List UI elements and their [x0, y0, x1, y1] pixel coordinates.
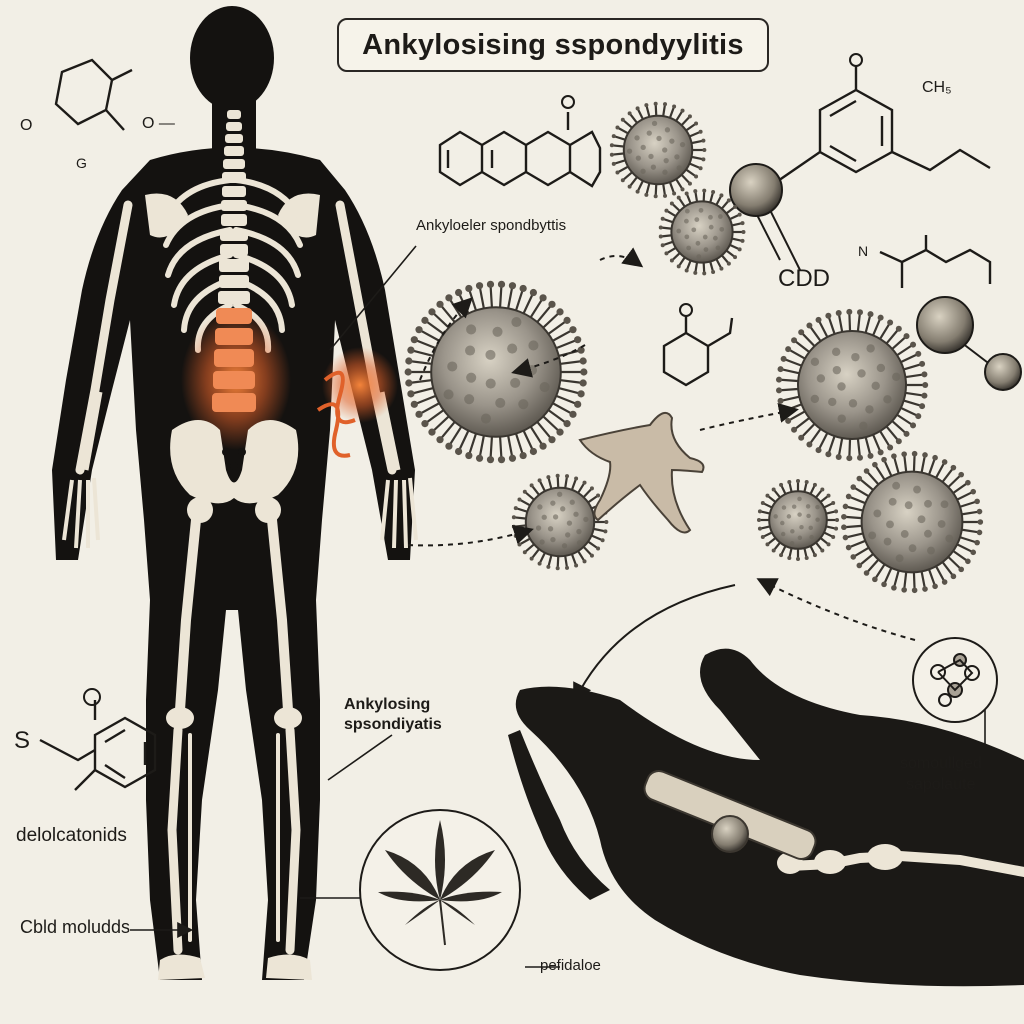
molecule-icon: [912, 637, 998, 723]
label-ch: CH₅: [922, 79, 952, 96]
label-n: N: [858, 243, 869, 259]
human-figure: [52, 6, 418, 980]
dendritic-cell: [578, 411, 705, 534]
virus-icon: [658, 188, 746, 276]
virus-icon: [404, 280, 588, 464]
chemical-structures: [39, 58, 992, 791]
label-g: G: [76, 155, 87, 171]
label-bottom-center: pefidaloe: [540, 957, 601, 974]
label-cdd: CDD: [778, 265, 830, 292]
pathway-arrows: [407, 247, 916, 641]
label-middle-left-1: Ankylosing: [344, 696, 431, 713]
label-left-bottom: delolcatonids: [16, 825, 127, 846]
label-o-dash: O —: [142, 115, 175, 132]
title-box: Ankylosising sspondyylitis: [337, 18, 769, 72]
spine: [212, 110, 256, 412]
arc-arrow: [573, 584, 736, 704]
hand-illustration: [508, 648, 1024, 987]
label-s: S: [14, 727, 31, 754]
label-o-small: O: [20, 117, 33, 134]
cannabis-leaf-icon: [359, 809, 521, 971]
virus-icon: [756, 478, 840, 562]
molecule-nodes: [729, 163, 1022, 391]
virus-icon: [841, 450, 984, 594]
label-middle-left-2: spsondiyatis: [344, 716, 442, 733]
label-bottom-left: Cbld moludds: [20, 917, 131, 937]
label-upper-center: Ankyloeler spondbyttis: [416, 217, 567, 234]
virus-particles: [404, 101, 984, 594]
virus-icon: [511, 473, 609, 571]
virus-icon: [775, 308, 929, 462]
page-title: Ankylosising sspondyylitis: [362, 28, 744, 61]
label-right-2: sapolaute: [906, 776, 976, 793]
virus-icon: [609, 101, 707, 199]
label-right-1: somoullged: [900, 755, 982, 772]
